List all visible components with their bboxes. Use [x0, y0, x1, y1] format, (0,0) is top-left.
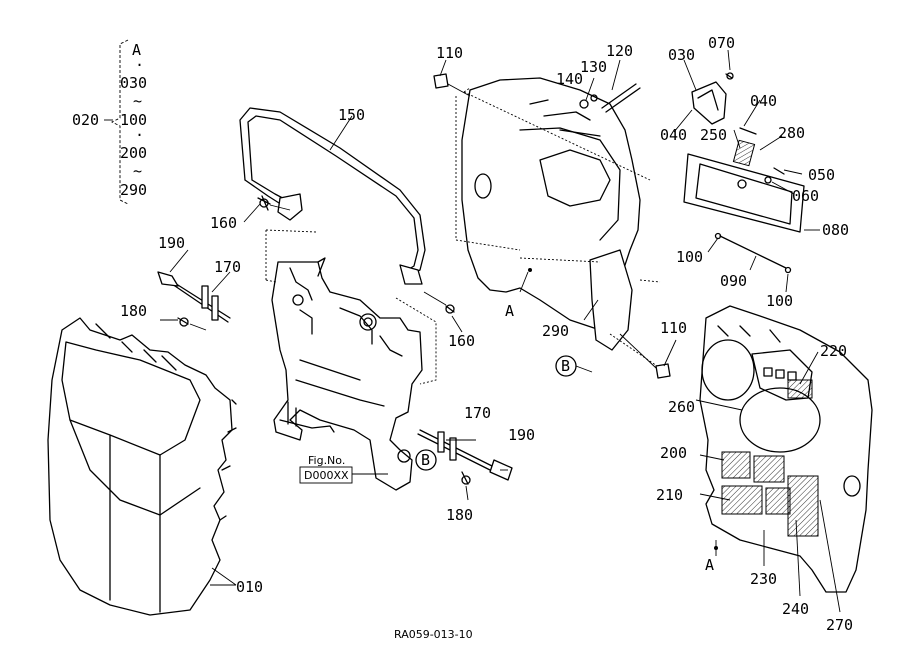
label-270: 270 [826, 616, 853, 634]
label-200: 200 [660, 444, 687, 462]
legend-separator-1: · [135, 56, 144, 74]
part-150-handle [239, 107, 426, 285]
label-030: 030 [668, 46, 695, 64]
legend-entry-200: 200 [120, 144, 147, 162]
label-110-top: 110 [436, 44, 463, 62]
label-050: 050 [808, 166, 835, 184]
label-170-left: 170 [214, 258, 241, 276]
label-180-left: 180 [120, 302, 147, 320]
reference-markers: A A B B [415, 268, 718, 574]
part-110-bolts [433, 73, 671, 379]
fig-ref-line2: D000XX [304, 469, 349, 482]
label-120: 120 [606, 42, 633, 60]
label-010: 010 [236, 578, 263, 596]
label-100-left: 100 [676, 248, 703, 266]
dashboard-panel [699, 305, 873, 593]
legend-separator-3: · [135, 126, 144, 144]
ref-a-lower: A [705, 556, 714, 574]
legend-group: 020 A · 030 ~ 100 · 200 ~ 290 [72, 39, 147, 205]
label-070: 070 [708, 34, 735, 52]
part-labels: 010 030 040 040 050 060 070 080 090 100 … [120, 34, 853, 634]
fig-ref-line1: Fig.No. [308, 454, 345, 467]
legend-entry-290: 290 [120, 181, 147, 199]
label-210: 210 [656, 486, 683, 504]
label-230: 230 [750, 570, 777, 588]
label-060: 060 [792, 187, 819, 205]
upper-panel [455, 77, 661, 369]
center-bracket [265, 229, 437, 491]
label-130: 130 [580, 58, 607, 76]
part-120-140-hardware [579, 83, 641, 113]
legend-entry-100: 100 [120, 111, 147, 129]
label-180-right: 180 [446, 506, 473, 524]
legend-separator-4: ~ [133, 162, 142, 180]
part-080-frame [683, 139, 805, 233]
ref-b-center: B [421, 451, 430, 469]
part-030-clip [691, 72, 757, 135]
label-260: 260 [668, 398, 695, 416]
legend-entry-030: 030 [120, 74, 147, 92]
legend-group-label: 020 [72, 111, 99, 129]
label-040-top: 040 [750, 92, 777, 110]
part-090-rod [714, 232, 792, 274]
label-160-left: 160 [210, 214, 237, 232]
ref-a-upper: A [505, 302, 514, 320]
part-pins-right [417, 429, 513, 485]
label-140: 140 [556, 70, 583, 88]
label-090: 090 [720, 272, 747, 290]
part-pins-left [157, 271, 231, 331]
label-080: 080 [822, 221, 849, 239]
label-160-right: 160 [448, 332, 475, 350]
label-280: 280 [778, 124, 805, 142]
label-110-right: 110 [660, 319, 687, 337]
label-220: 220 [820, 342, 847, 360]
label-290: 290 [542, 322, 569, 340]
label-170-right: 170 [464, 404, 491, 422]
leader-lines [160, 49, 841, 613]
part-010-cover [47, 317, 237, 616]
legend-entry-a: A [132, 41, 141, 59]
label-100-right: 100 [766, 292, 793, 310]
legend-separator-2: ~ [133, 92, 142, 110]
part-160-bolts [257, 195, 455, 314]
label-150: 150 [338, 106, 365, 124]
drawing-number: RA059-013-10 [394, 628, 473, 641]
ref-b-right: B [561, 357, 570, 375]
fig-reference: Fig.No. D000XX [299, 454, 388, 484]
label-250: 250 [700, 126, 727, 144]
label-240: 240 [782, 600, 809, 618]
label-190-right: 190 [508, 426, 535, 444]
label-190-left: 190 [158, 234, 185, 252]
label-040-left: 040 [660, 126, 687, 144]
